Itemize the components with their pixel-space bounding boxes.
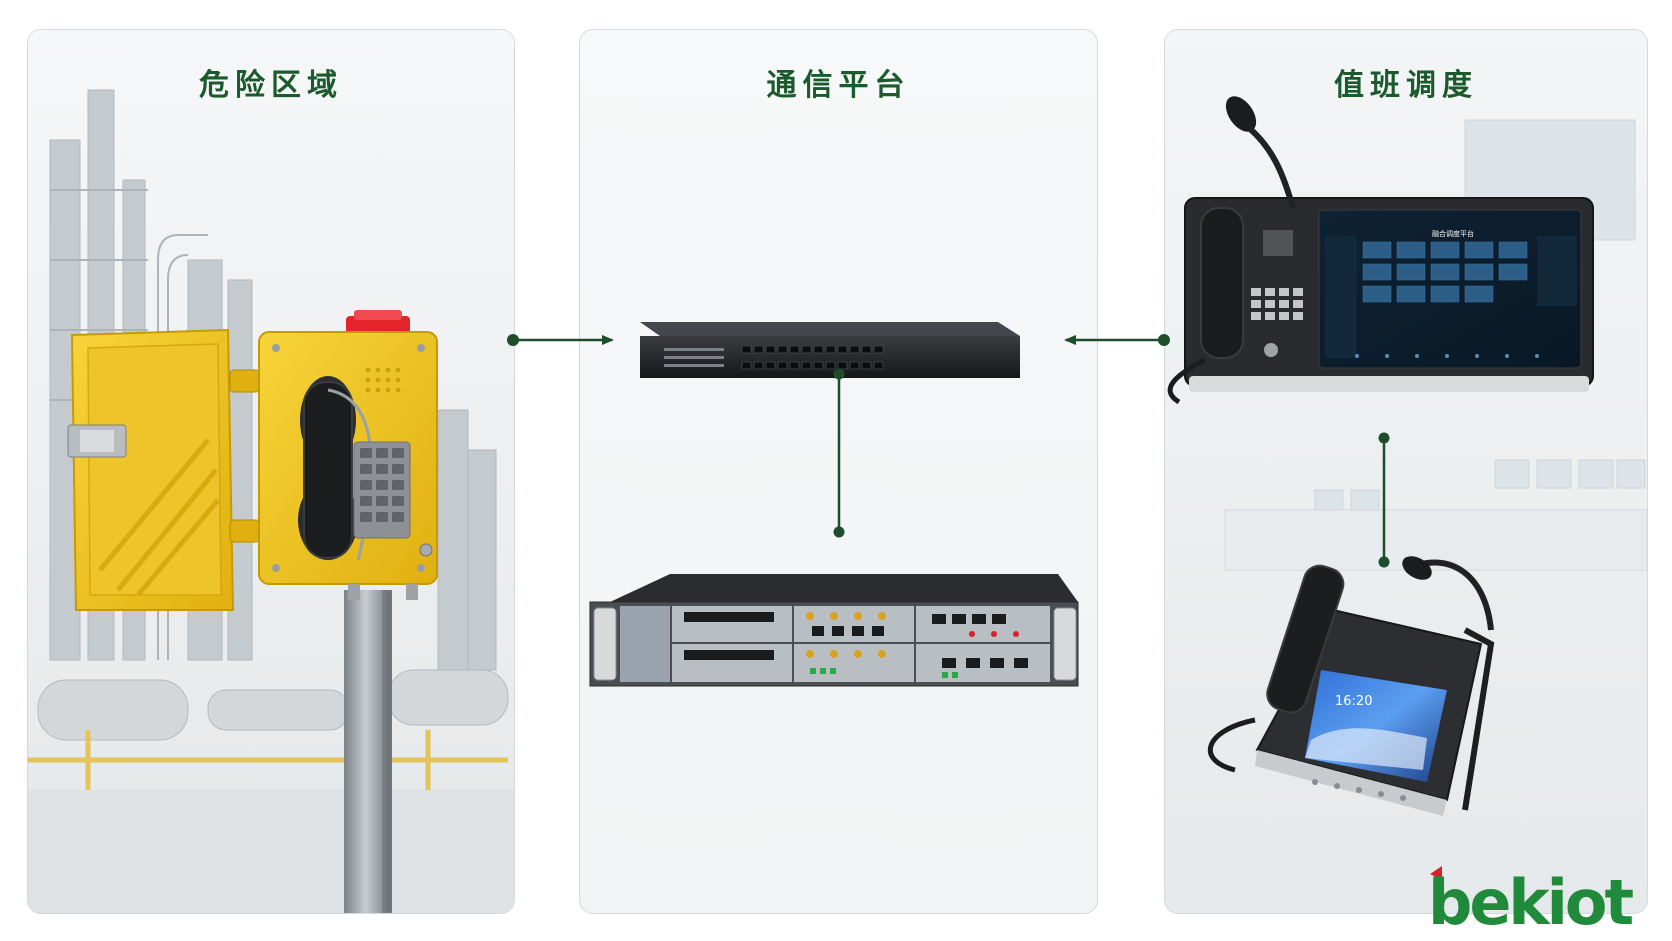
video-phone-icon: [1207, 556, 1495, 816]
panel-hazard-area: 危险区域: [27, 29, 515, 914]
video-phone-time: 16:20: [1335, 694, 1372, 709]
panel-title-duty-dispatch: 值班调度: [1334, 68, 1478, 103]
console-screen-title: 融合调度平台: [1432, 229, 1474, 238]
panel-title-communication-platform: 通信平台: [766, 68, 911, 103]
network-switch-icon: [640, 322, 1020, 378]
bekiot-logo: bekiot: [1428, 866, 1637, 932]
voice-gateway-chassis-icon: [589, 574, 1079, 687]
panel-duty-dispatch: 16:20 融合调度平台 值班调度: [1164, 29, 1648, 914]
dispatch-console-icon: [1167, 96, 1594, 405]
logo-wordmark: bekiot: [1428, 866, 1634, 932]
dispatch-devices: 16:20 融合调度平台: [1165, 30, 1647, 913]
communication-devices: [589, 322, 1079, 687]
panel-communication-platform: 通信平台: [579, 29, 1098, 914]
industrial-plant-background: [28, 30, 514, 913]
panel-title-hazard-area: 危险区域: [199, 68, 343, 103]
